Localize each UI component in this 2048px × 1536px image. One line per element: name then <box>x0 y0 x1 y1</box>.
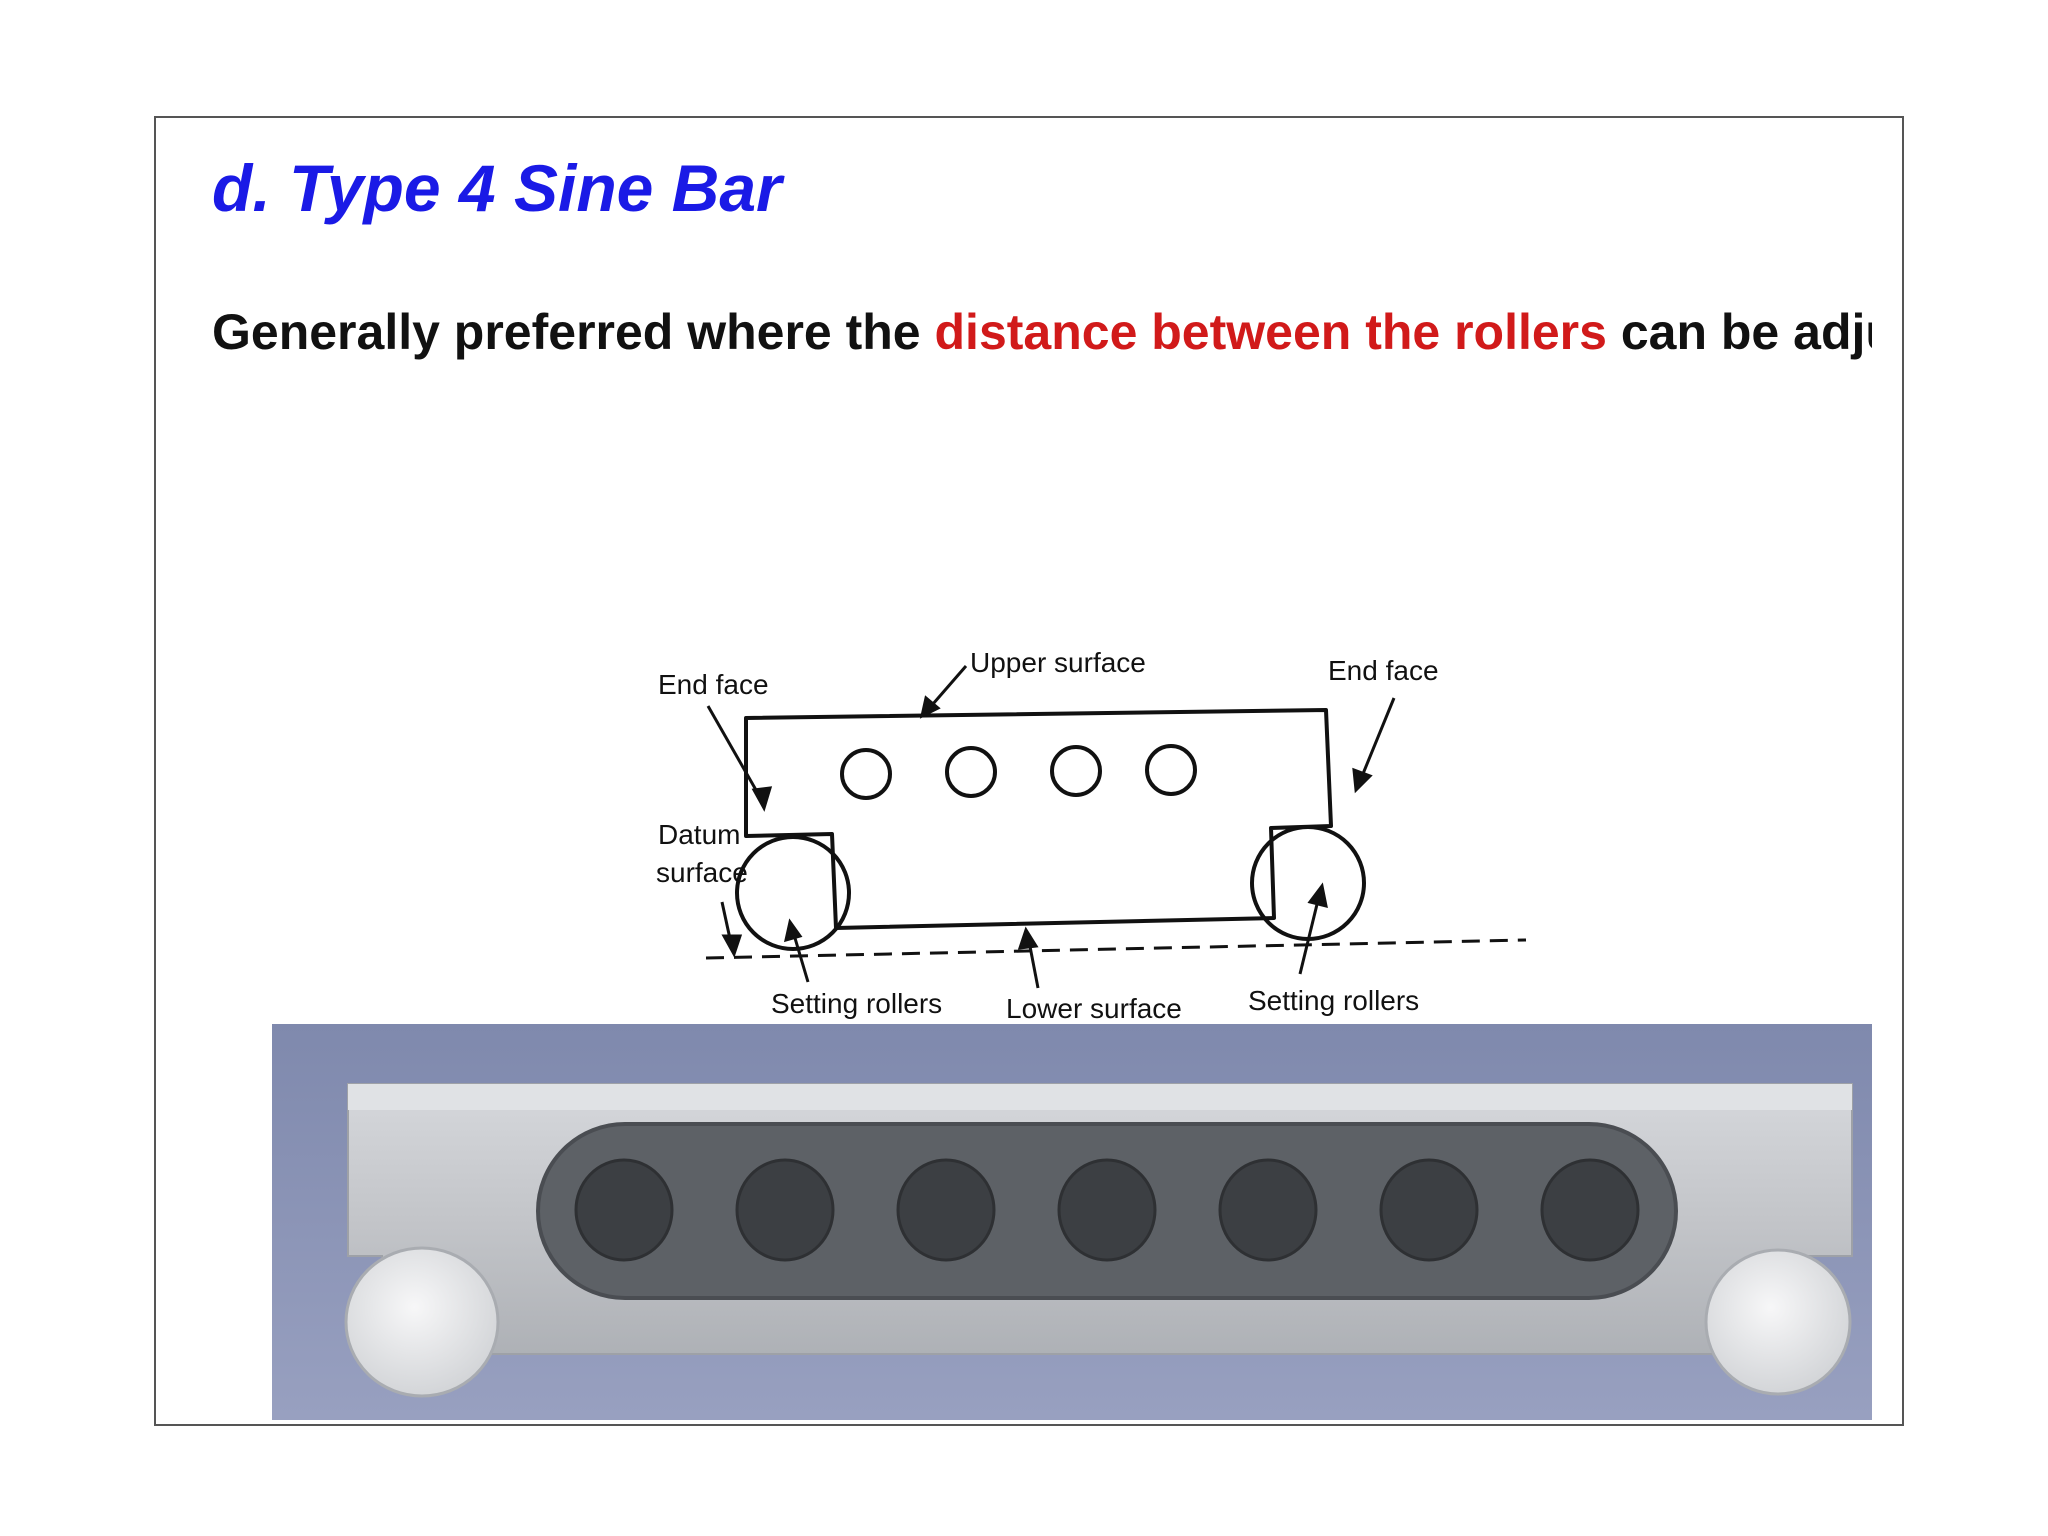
label-upper-surface: Upper surface <box>970 647 1146 678</box>
photo-roller-right <box>1704 1248 1852 1396</box>
photo-holes <box>574 1158 1640 1262</box>
photo-roller-left <box>344 1246 500 1398</box>
photo-hole-6 <box>1379 1158 1479 1262</box>
photo-hole-1 <box>574 1158 674 1262</box>
bar-outline <box>744 708 1333 930</box>
arrow-setting-rollers-right <box>1298 891 1322 975</box>
body-text-part1: Generally preferred where the <box>212 304 935 360</box>
diagram-hole-3 <box>1050 745 1102 797</box>
diagram-hole-4 <box>1145 744 1197 796</box>
label-setting-rollers-right: Setting rollers <box>1248 985 1419 1016</box>
label-lower-surface: Lower surface <box>1006 993 1182 1024</box>
diagram-hole-2 <box>945 746 997 798</box>
photo-hole-7 <box>1540 1158 1640 1262</box>
diagram-hole-1 <box>840 748 892 800</box>
photo-hole-5 <box>1218 1158 1318 1262</box>
label-end-face-right: End face <box>1328 655 1439 686</box>
sine-bar-diagram: End face Upper surface End face Datum su… <box>656 647 1527 1024</box>
sine-bar-photo <box>272 1024 1872 1420</box>
label-setting-rollers-left: Setting rollers <box>771 988 942 1019</box>
diagram-roller-left <box>735 835 851 951</box>
slide: d. Type 4 Sine Bar Generally preferred w… <box>154 116 1904 1426</box>
body-text-highlight: distance between the rollers <box>934 304 1607 360</box>
diagram-roller-right <box>1250 825 1366 941</box>
datum-line <box>705 938 1527 960</box>
slide-body-text: Generally preferred where the distance b… <box>212 298 1872 366</box>
arrow-end-face-right <box>1356 697 1396 787</box>
label-end-face-left: End face <box>658 669 769 700</box>
photo-hole-2 <box>735 1158 835 1262</box>
photo-hole-4 <box>1057 1158 1157 1262</box>
label-datum-surface-line1: Datum <box>658 819 740 850</box>
body-text-part2: can be adjusted exactly. <box>1620 304 1872 360</box>
label-datum-surface-line2: surface <box>656 857 748 888</box>
slide-title: d. Type 4 Sine Bar <box>212 151 782 225</box>
arrow-end-face-left <box>714 728 766 830</box>
photo-hole-3 <box>896 1158 996 1262</box>
